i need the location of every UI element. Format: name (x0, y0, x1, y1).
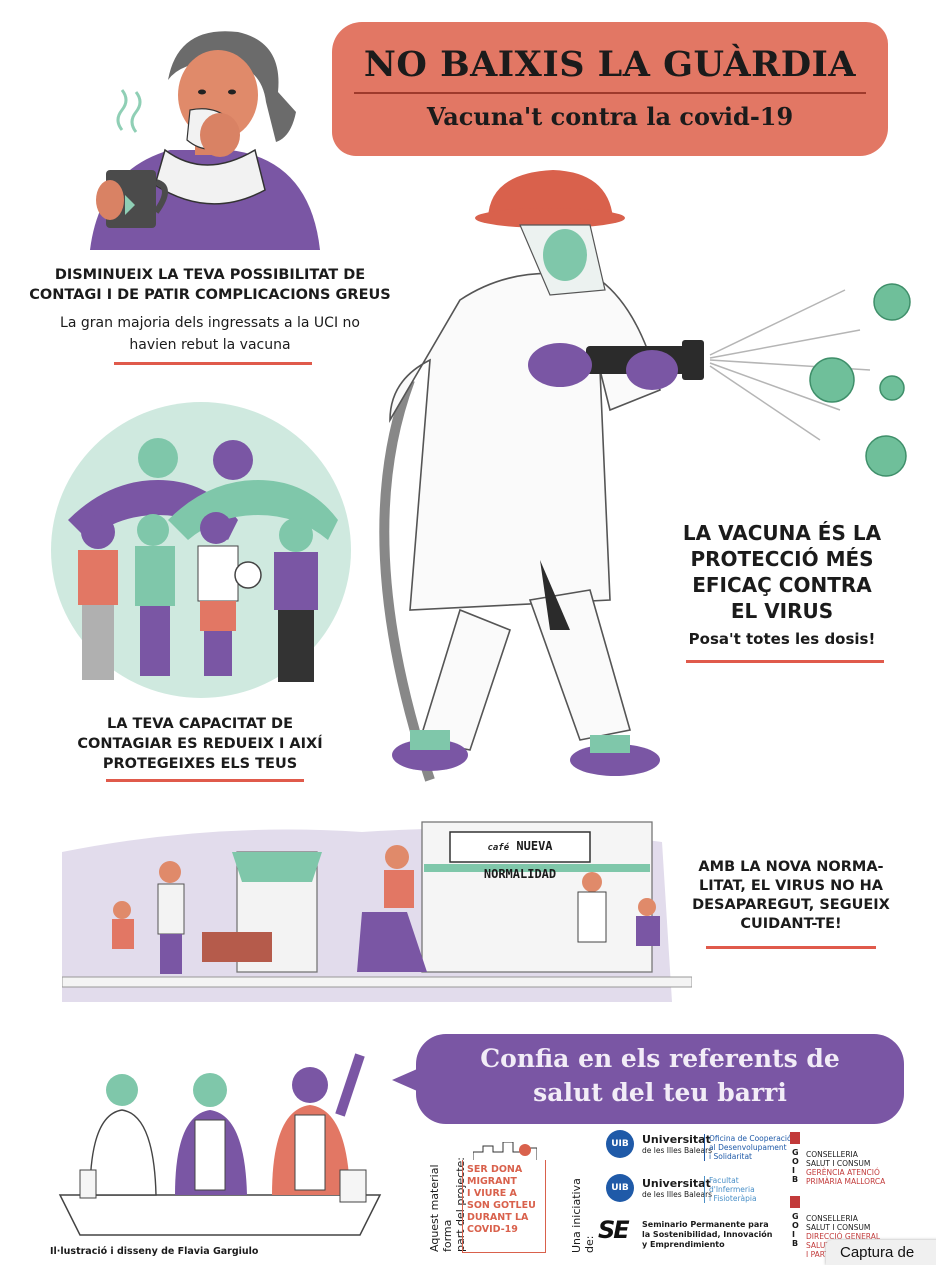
section4-heading-line4: CUIDANT-TE! (740, 916, 842, 932)
project-name-line4: SON GOTLEU (467, 1200, 536, 1211)
cafe-sign: café NUEVA NORMALIDAD (452, 833, 588, 881)
se-name-line1: Seminario Permanente para (642, 1220, 769, 1229)
goib2-letters: G O I B (792, 1212, 799, 1248)
bubble-text: Confia en els referents de salut del teu… (416, 1042, 904, 1110)
uib1-name: Universitat de les Illes Balears (642, 1133, 713, 1156)
family-illustration (51, 402, 351, 698)
section3-heading-line2: PROTECCIÓ MÉS (690, 547, 874, 571)
goib1-text: CONSELLERIA SALUT I CONSUM GERÈNCIA ATEN… (806, 1150, 885, 1186)
uib2-faculty: Facultat d'Infermeria i Fisioteràpia (704, 1176, 757, 1203)
goib2-line2: SALUT I CONSUM (806, 1223, 871, 1232)
project-name-line6: COVID-19 (467, 1224, 518, 1235)
illustration-credits: Il·lustració i disseny de Flavia Gargiul… (50, 1246, 259, 1257)
goib2-line4: SALUT (806, 1241, 830, 1250)
health-worker-illustration (379, 170, 911, 782)
section1-heading-line2: CONTAGI I DE PATIR COMPLICACIONS GREUS (29, 287, 391, 303)
section4-rule (706, 946, 876, 949)
goib2-text: CONSELLERIA SALUT I CONSUM DIRECCIÓ GENE… (806, 1214, 880, 1259)
health-referents-illustration (58, 1053, 382, 1236)
se-name-line3: y Emprendimiento (642, 1240, 725, 1249)
section4-heading-line3: DESAPAREGUT, SEGUEIX (692, 897, 890, 913)
goib-shield-icon (790, 1132, 800, 1144)
street-scene-illustration (62, 821, 692, 1002)
uib2-name-line1: Universitat (642, 1177, 711, 1190)
uib1-office-line3: i Solidaritat (709, 1152, 752, 1161)
cafe-sign-text: NUEVA NORMALIDAD (483, 839, 557, 881)
section3-heading-line1: LA VACUNA ÉS LA (682, 521, 882, 545)
page-subtitle: Vacuna't contra la covid-19 (426, 102, 794, 131)
uib2-faculty-line1: Facultat (709, 1176, 739, 1185)
goib1-line4: PRIMÀRIA MALLORCA (806, 1177, 886, 1186)
uib1-office-line2: al Desenvolupament (709, 1143, 787, 1152)
section3-rule (686, 660, 884, 663)
section1-rule (114, 362, 312, 365)
section2-rule (106, 779, 304, 782)
project-logo: SER DONA MIGRANT I VIURE A SON GOTLEU DU… (462, 1142, 546, 1253)
goib1-line3: GERÈNCIA ATENCIÓ (806, 1168, 880, 1177)
goib1-letters: G O I B (792, 1148, 799, 1184)
project-skyline-icon (473, 1142, 537, 1160)
sick-woman-illustration (90, 31, 320, 250)
screen-capture-label[interactable]: Captura de (826, 1240, 936, 1265)
section3-heading-line3: EFICAÇ CONTRA (692, 573, 872, 597)
section4-heading-line1: AMB LA NOVA NORMA- (698, 859, 884, 875)
section2-heading-line3: PROTEGEIXES ELS TEUS (102, 756, 298, 772)
section2-heading: LA TEVA CAPACITAT DE CONTAGIAR ES REDUEI… (50, 714, 350, 774)
section3-heading: LA VACUNA ÉS LA PROTECCIÓ MÉS EFICAÇ CON… (662, 520, 902, 624)
uib2-name-line2: de les Illes Balears (642, 1190, 713, 1199)
section4-heading-line2: LITAT, EL VIRUS NO HA (699, 878, 883, 894)
section3-sub: Posa't totes les dosis! (688, 630, 876, 648)
uib2-name: Universitat de les Illes Balears (642, 1177, 713, 1200)
goib-shield-icon (790, 1196, 800, 1208)
uib2-faculty-line3: i Fisioteràpia (709, 1194, 757, 1203)
se-name: Seminario Permanente para la Sostenibili… (642, 1220, 772, 1250)
uib1-office: Oficina de Cooperació al Desenvolupament… (704, 1134, 792, 1161)
project-name-line1: SER DONA (467, 1164, 523, 1175)
section1-body-line1: La gran majoria dels ingressats a la UCI… (60, 315, 360, 331)
section4-heading: AMB LA NOVA NORMA- LITAT, EL VIRUS NO HA… (686, 858, 896, 934)
project-name-line2: MIGRANT (467, 1176, 517, 1187)
goib1-line2: SALUT I CONSUM (806, 1159, 871, 1168)
project-name-line3: I VIURE A (467, 1188, 517, 1199)
project-label-line1: Aquest material forma (428, 1164, 454, 1252)
goib2-line5: I PART (806, 1250, 830, 1259)
page-title: NO BAIXIS LA GUÀRDIA (363, 44, 857, 85)
speech-bubble: Confia en els referents de salut del teu… (416, 1034, 904, 1124)
bubble-line1: Confia en els referents de (480, 1044, 840, 1073)
section2-heading-line1: LA TEVA CAPACITAT DE (107, 716, 293, 732)
section2-heading-line2: CONTAGIAR ES REDUEIX I AIXÍ (77, 736, 323, 752)
uib-logo-icon: UIB (606, 1130, 634, 1158)
uib2-faculty-line2: d'Infermeria (709, 1185, 755, 1194)
section1-heading: DISMINUEIX LA TEVA POSSIBILITAT DE CONTA… (20, 265, 400, 305)
uib1-office-line1: Oficina de Cooperació (709, 1134, 792, 1143)
bubble-line2: salut del teu barri (533, 1078, 787, 1107)
project-name-line5: DURANT LA (467, 1212, 529, 1223)
uib1-name-line1: Universitat (642, 1133, 711, 1146)
project-name: SER DONA MIGRANT I VIURE A SON GOTLEU DU… (463, 1160, 545, 1236)
se-name-line2: la Sostenibilidad, Innovación (642, 1230, 773, 1239)
initiative-label: Una iniciativa de: (570, 1178, 596, 1253)
goib2-line3: DIRECCIÓ GENERAL (806, 1232, 881, 1241)
section1-body-line2: havien rebut la vacuna (129, 337, 291, 353)
goib1-line1: CONSELLERIA (806, 1150, 858, 1159)
title-divider (354, 92, 866, 94)
uib1-name-line2: de les Illes Balears (642, 1146, 713, 1155)
section1-heading-line1: DISMINUEIX LA TEVA POSSIBILITAT DE (54, 267, 366, 283)
title-banner: NO BAIXIS LA GUÀRDIA Vacuna't contra la … (332, 22, 888, 156)
goib2-line1: CONSELLERIA (806, 1214, 858, 1223)
se-logo-icon: SE (598, 1216, 630, 1244)
section3-heading-line4: EL VIRUS (730, 599, 834, 623)
cafe-sign-small: café (487, 843, 510, 853)
section1-body: La gran majoria dels ingressats a la UCI… (20, 312, 400, 356)
uib-logo-icon: UIB (606, 1174, 634, 1202)
